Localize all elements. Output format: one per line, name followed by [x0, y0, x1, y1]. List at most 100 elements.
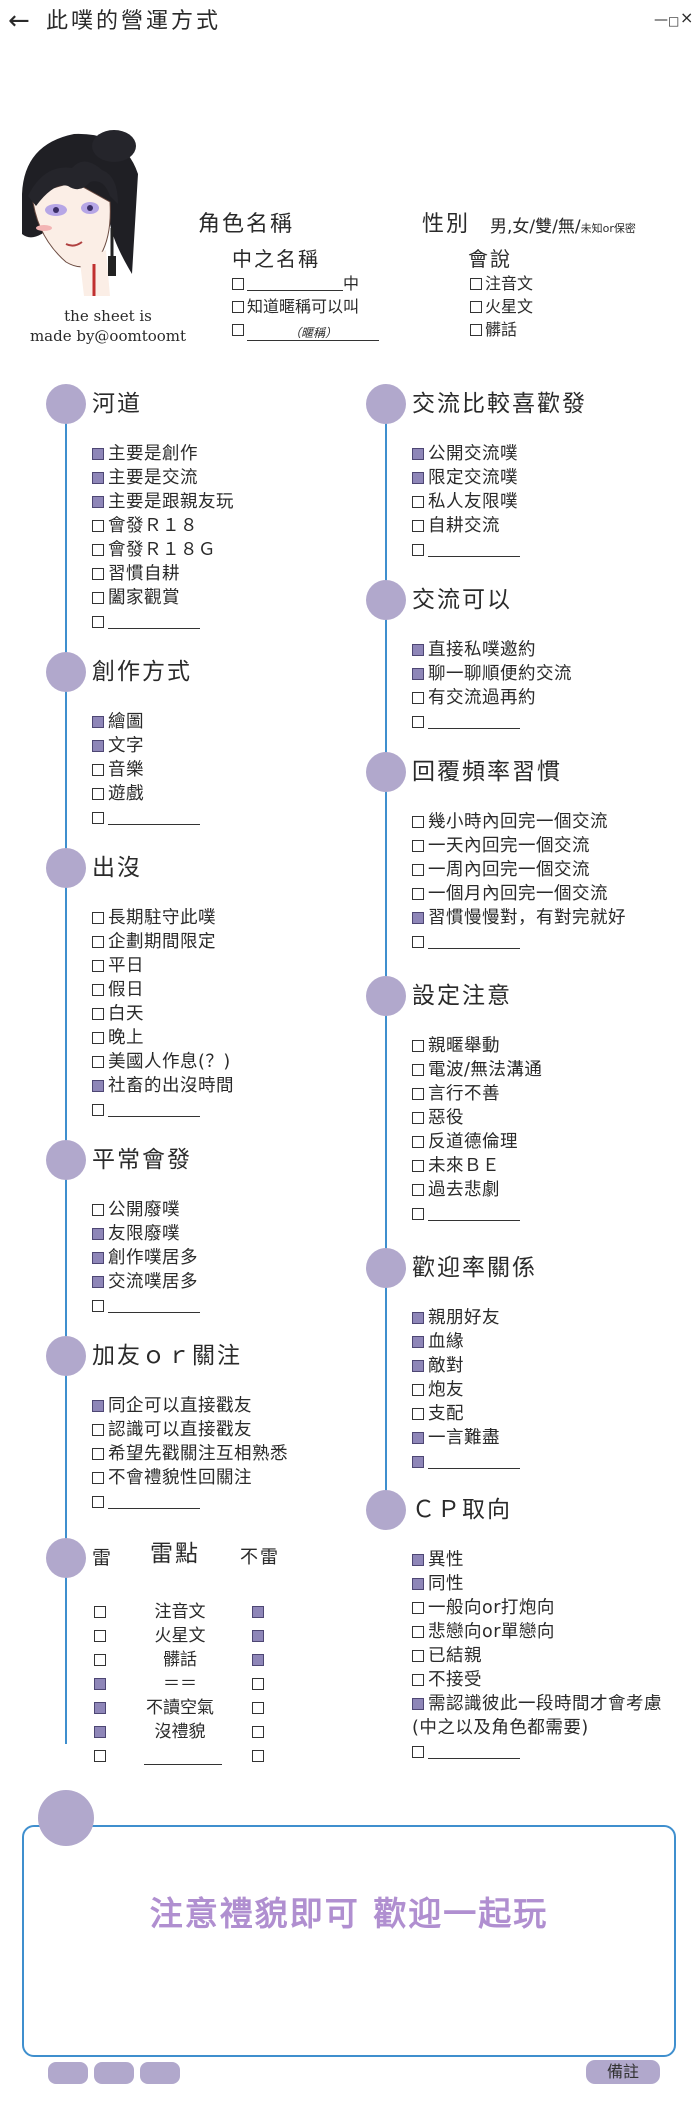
checklist-item[interactable]: 一天內回完一個交流	[412, 834, 590, 858]
checkbox[interactable]	[412, 1360, 424, 1372]
maximize-icon[interactable]: □	[668, 14, 680, 28]
checkbox[interactable]	[470, 301, 482, 313]
nickname-blank[interactable]: （暱稱）	[247, 326, 379, 341]
checklist-blank-item[interactable]	[92, 1490, 200, 1514]
blank-input[interactable]	[108, 1102, 200, 1117]
note-box[interactable]	[22, 1825, 676, 2057]
thunder-right-checkbox[interactable]	[252, 1726, 264, 1738]
checkbox[interactable]	[92, 812, 104, 824]
checkbox[interactable]	[92, 960, 104, 972]
checklist-item[interactable]: 文字	[92, 734, 144, 758]
checklist-item[interactable]: 需認識彼此一段時間才會考慮	[412, 1692, 662, 1716]
checkbox[interactable]	[92, 1424, 104, 1436]
checklist-item[interactable]: 親暱舉動	[412, 1034, 500, 1058]
checklist-blank-item[interactable]	[412, 930, 520, 954]
checkbox[interactable]	[92, 448, 104, 460]
checkbox[interactable]	[412, 1184, 424, 1196]
nickname-opt-2[interactable]: 知道暱稱可以叫	[232, 297, 359, 317]
checkbox[interactable]	[412, 692, 424, 704]
checkbox[interactable]	[92, 544, 104, 556]
checkbox[interactable]	[232, 278, 244, 290]
thunder-right-checkbox[interactable]	[252, 1654, 264, 1666]
nickname-opt-1[interactable]: 中	[232, 274, 359, 294]
checklist-blank-item[interactable]	[412, 710, 520, 734]
checklist-item[interactable]: 一周內回完一個交流	[412, 858, 590, 882]
thunder-left-checkbox[interactable]	[94, 1606, 106, 1618]
checklist-item[interactable]: 過去悲劇	[412, 1178, 500, 1202]
checklist-item[interactable]: 電波/無法溝通	[412, 1058, 542, 1082]
checkbox[interactable]	[412, 472, 424, 484]
checklist-item[interactable]: 認識可以直接戳友	[92, 1418, 252, 1442]
checkbox[interactable]	[412, 716, 424, 728]
checklist-item[interactable]: 社畜的出沒時間	[92, 1074, 234, 1098]
nickname-opt-3[interactable]: （暱稱）	[232, 320, 379, 341]
checklist-item[interactable]: 習慣自耕	[92, 562, 180, 586]
thunder-right-checkbox[interactable]	[252, 1678, 264, 1690]
checkbox[interactable]	[92, 936, 104, 948]
checklist-item[interactable]: 私人友限噗	[412, 490, 518, 514]
checkbox[interactable]	[92, 740, 104, 752]
checkbox[interactable]	[470, 324, 482, 336]
checkbox[interactable]	[412, 816, 424, 828]
checkbox[interactable]	[92, 1252, 104, 1264]
checkbox[interactable]	[412, 1554, 424, 1566]
checklist-item[interactable]: 白天	[92, 1002, 144, 1026]
checkbox[interactable]	[412, 840, 424, 852]
thunder-blank-input[interactable]	[144, 1750, 222, 1765]
speak-opt-1[interactable]: 注音文	[470, 274, 533, 294]
checkbox[interactable]	[92, 984, 104, 996]
checklist-item[interactable]: 異性	[412, 1548, 464, 1572]
checkbox[interactable]	[412, 888, 424, 900]
checkbox[interactable]	[412, 448, 424, 460]
thunder-right-checkbox[interactable]	[252, 1702, 264, 1714]
checklist-item[interactable]: 公開廢噗	[92, 1198, 180, 1222]
thunder-right-checkbox[interactable]	[252, 1630, 264, 1642]
checklist-item[interactable]: 長期駐守此噗	[92, 906, 216, 930]
checklist-item[interactable]: 幾小時內回完一個交流	[412, 810, 608, 834]
checkbox[interactable]	[412, 1336, 424, 1348]
left-arrow-icon[interactable]: ←	[8, 6, 30, 36]
checklist-item[interactable]: 一般向or打炮向	[412, 1596, 555, 1620]
checkbox[interactable]	[412, 864, 424, 876]
speak-opt-3[interactable]: 髒話	[470, 320, 517, 340]
remark-button[interactable]: 備註	[586, 2060, 660, 2084]
checklist-item[interactable]: 友限廢噗	[92, 1222, 180, 1246]
checklist-blank-item[interactable]	[412, 1740, 520, 1764]
checklist-item[interactable]: 自耕交流	[412, 514, 500, 538]
checklist-item[interactable]: 反道德倫理	[412, 1130, 518, 1154]
checklist-blank-item[interactable]	[92, 610, 200, 634]
checklist-item[interactable]: 炮友	[412, 1378, 464, 1402]
checklist-item[interactable]: 會發Ｒ１８Ｇ	[92, 538, 216, 562]
blank-input[interactable]	[428, 1206, 520, 1221]
checkbox[interactable]	[412, 644, 424, 656]
checklist-blank-item[interactable]	[412, 538, 520, 562]
checklist-blank-item[interactable]	[412, 1450, 520, 1474]
checkbox[interactable]	[412, 496, 424, 508]
checkbox[interactable]	[412, 1040, 424, 1052]
checklist-item[interactable]: 不接受	[412, 1668, 482, 1692]
checklist-item[interactable]: 遊戲	[92, 782, 144, 806]
checklist-item[interactable]: 美國人作息(？)	[92, 1050, 231, 1074]
checkbox[interactable]	[92, 1104, 104, 1116]
checkbox[interactable]	[92, 1400, 104, 1412]
checkbox[interactable]	[412, 544, 424, 556]
checkbox[interactable]	[92, 472, 104, 484]
checklist-item[interactable]: 已結親	[412, 1644, 482, 1668]
checkbox[interactable]	[412, 1626, 424, 1638]
checkbox[interactable]	[412, 1578, 424, 1590]
checkbox[interactable]	[412, 1650, 424, 1662]
checkbox[interactable]	[412, 1208, 424, 1220]
checklist-item[interactable]: 同企可以直接戳友	[92, 1394, 252, 1418]
checkbox[interactable]	[412, 936, 424, 948]
checklist-item[interactable]: 主要是交流	[92, 466, 198, 490]
checkbox[interactable]	[92, 1300, 104, 1312]
thunder-left-checkbox[interactable]	[94, 1654, 106, 1666]
checkbox[interactable]	[92, 1496, 104, 1508]
checklist-item[interactable]: 平日	[92, 954, 144, 978]
checkbox[interactable]	[92, 1008, 104, 1020]
tab-pill-3[interactable]	[140, 2062, 180, 2084]
checkbox[interactable]	[412, 668, 424, 680]
close-icon[interactable]: ×	[680, 8, 694, 27]
checklist-item[interactable]: 主要是跟親友玩	[92, 490, 234, 514]
checkbox[interactable]	[232, 301, 244, 313]
